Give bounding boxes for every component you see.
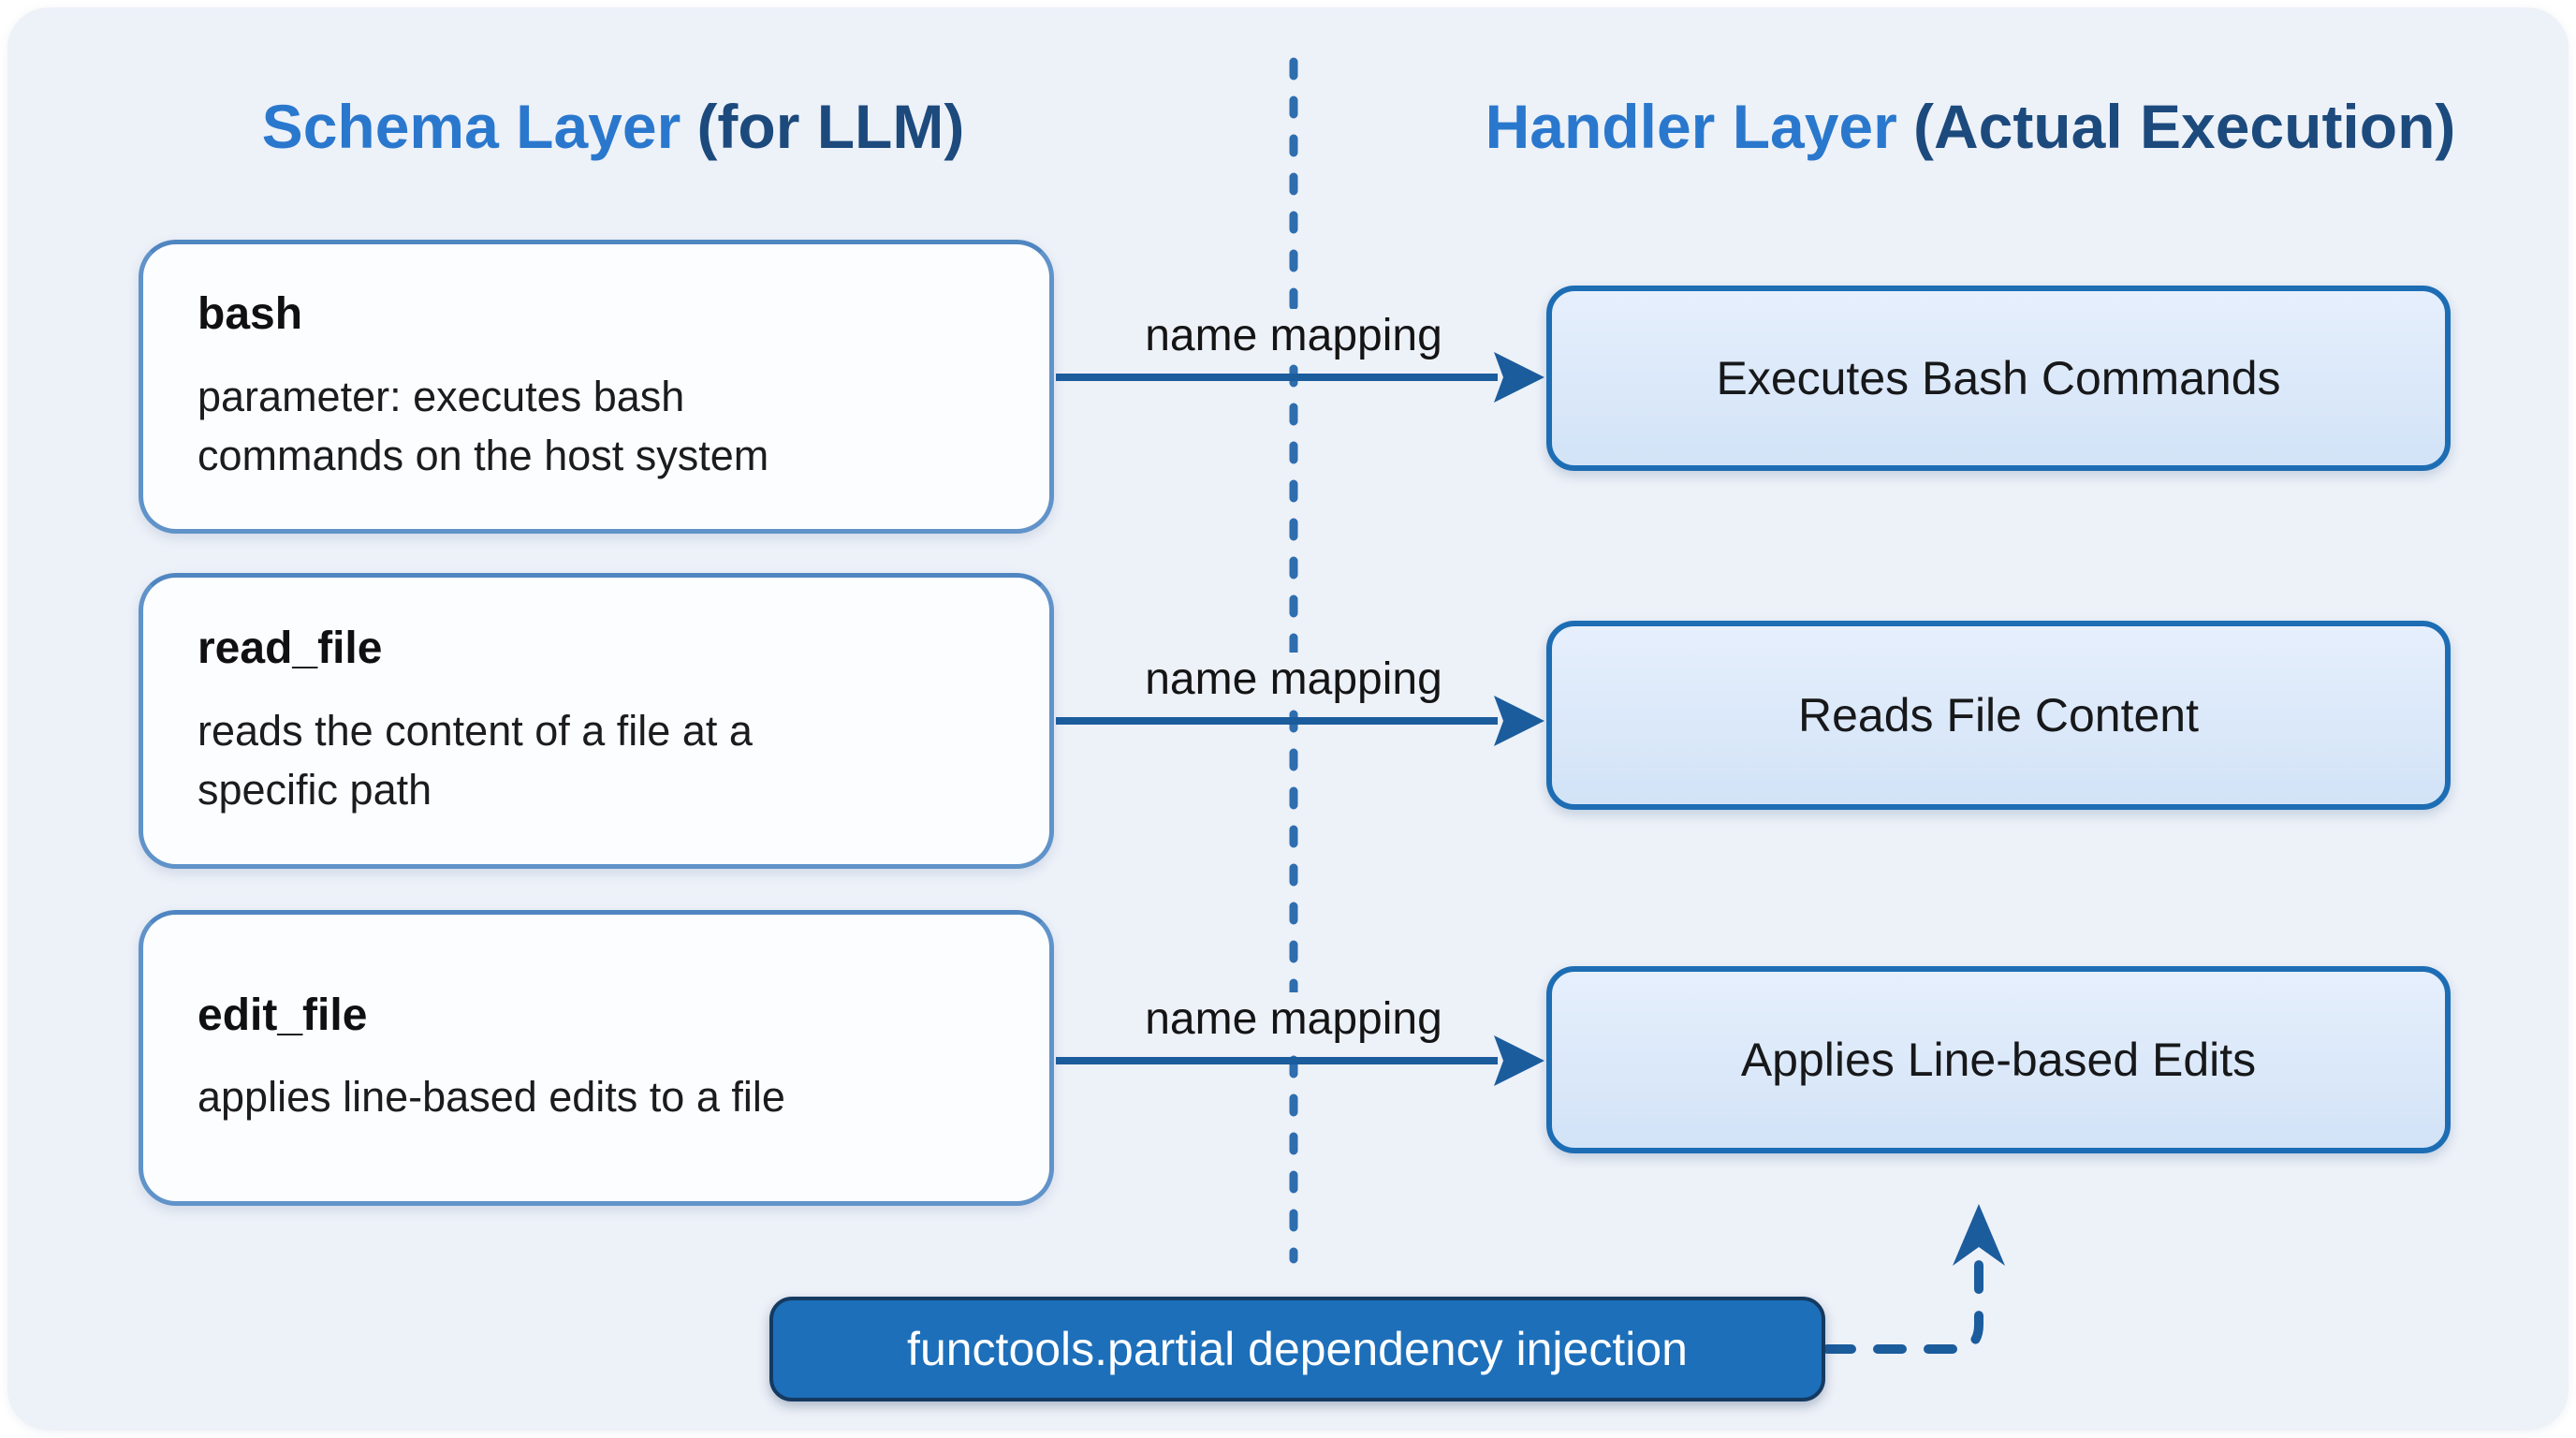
schema-layer-heading-paren: (for LLM) xyxy=(696,92,965,161)
tool-description: applies line-based edits to a file xyxy=(198,1073,785,1122)
handler-box-executes-bash-commands: Executes Bash Commands xyxy=(1546,286,2451,471)
handler-label: Reads File Content xyxy=(1797,689,2199,741)
schema-layer-heading-main: Schema Layer xyxy=(261,92,681,161)
tool-name: edit_file xyxy=(198,990,368,1040)
injection-label: functools.partial dependency injection xyxy=(907,1323,1688,1375)
functools-partial-injection-box: functools.partial dependency injection xyxy=(769,1297,1825,1401)
tool-name: bash xyxy=(198,289,303,340)
schema-box-bash: bash parameter: executes bash commands o… xyxy=(139,240,1054,534)
handler-box-applies-line-based-edits: Applies Line-based Edits xyxy=(1546,966,2451,1153)
name-mapping-label: name mapping xyxy=(1060,653,1528,707)
handler-layer-heading-paren: (Actual Execution) xyxy=(1912,92,2456,161)
handler-label: Executes Bash Commands xyxy=(1716,352,2281,404)
name-mapping-label: name mapping xyxy=(1060,992,1528,1047)
schema-box-edit-file: edit_file applies line-based edits to a … xyxy=(139,910,1054,1206)
handler-layer-heading: Handler Layer(Actual Execution) xyxy=(1404,90,2537,164)
handler-label: Applies Line-based Edits xyxy=(1740,1034,2257,1086)
name-mapping-label: name mapping xyxy=(1060,309,1528,363)
tool-name: read_file xyxy=(198,624,383,674)
handler-layer-heading-main: Handler Layer xyxy=(1485,92,1897,161)
tool-description: reads the content of a file at a specifi… xyxy=(198,706,753,814)
schema-box-read-file: read_file reads the content of a file at… xyxy=(139,573,1054,869)
tool-description: parameter: executes bash commands on the… xyxy=(198,372,769,479)
handler-box-reads-file-content: Reads File Content xyxy=(1546,621,2451,810)
schema-layer-heading: Schema Layer(for LLM) xyxy=(131,90,1095,164)
